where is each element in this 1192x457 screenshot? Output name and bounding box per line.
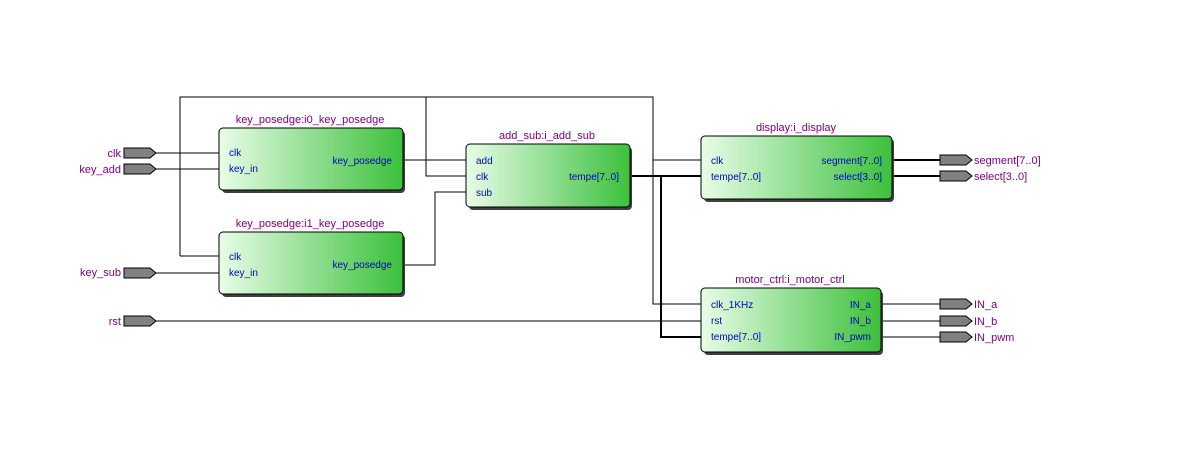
- input-pin-rst[interactable]: rst: [109, 315, 157, 328]
- wire-clk-bus: [179, 96, 702, 256]
- port-label: IN_pwm: [834, 332, 871, 343]
- input-pin-label: key_add: [79, 164, 121, 176]
- output-pin-in-pwm[interactable]: IN_pwm: [939, 331, 1014, 344]
- block-body: [700, 287, 882, 353]
- output-pin-label: IN_pwm: [974, 332, 1014, 344]
- input-pins: clk key_add key_sub rst: [79, 147, 157, 328]
- port-label: IN_b: [850, 316, 872, 327]
- output-pin-label: segment[7..0]: [974, 155, 1041, 167]
- block-title: key_posedge:i1_key_posedge: [236, 218, 385, 230]
- port-label: clk: [711, 156, 724, 167]
- port-label: clk_1KHz: [711, 300, 753, 311]
- output-pin-in-b[interactable]: IN_b: [939, 315, 997, 328]
- input-pin-label: rst: [109, 316, 121, 328]
- port-label: key_posedge: [333, 156, 393, 167]
- output-pin-label: IN_b: [974, 316, 997, 328]
- port-label: key_in: [229, 164, 258, 175]
- block-body: [218, 127, 404, 191]
- port-label: tempe[7..0]: [711, 172, 761, 183]
- wires: [156, 96, 940, 338]
- port-label: segment[7..0]: [821, 156, 882, 167]
- input-pin-key-sub[interactable]: key_sub: [80, 267, 157, 279]
- output-pins: segment[7..0] select[3..0] IN_a IN_b IN_…: [939, 154, 1041, 344]
- input-pin-clk[interactable]: clk: [108, 147, 157, 160]
- output-pin-in-a[interactable]: IN_a: [939, 298, 998, 311]
- block-title: add_sub:i_add_sub: [499, 130, 595, 142]
- port-label: clk: [229, 252, 242, 263]
- input-pin-key-add[interactable]: key_add: [79, 163, 157, 176]
- input-pin-label: clk: [108, 148, 122, 160]
- block-title: key_posedge:i0_key_posedge: [236, 114, 385, 126]
- input-arrow-icon: [123, 163, 157, 175]
- port-label: tempe[7..0]: [569, 172, 619, 183]
- output-pin-label: IN_a: [974, 299, 998, 311]
- block-motor-ctrl[interactable]: motor_ctrl:i_motor_ctrl clk_1KHz rst tem…: [700, 274, 883, 355]
- input-arrow-icon: [123, 267, 157, 279]
- port-label: IN_a: [850, 300, 872, 311]
- output-arrow-icon: [939, 170, 973, 182]
- port-label: add: [476, 156, 493, 167]
- block-key-posedge-i1[interactable]: key_posedge:i1_key_posedge clk key_in ke…: [218, 218, 405, 297]
- output-arrow-icon: [939, 154, 973, 166]
- block-body: [465, 143, 631, 208]
- output-pin-segment[interactable]: segment[7..0]: [939, 154, 1041, 167]
- block-body: [700, 135, 893, 200]
- wire-key1-to-sub: [403, 191, 467, 266]
- input-arrow-icon: [123, 147, 157, 159]
- block-display[interactable]: display:i_display clk tempe[7..0] segmen…: [700, 122, 894, 202]
- port-label: tempe[7..0]: [711, 332, 761, 343]
- output-arrow-icon: [939, 298, 973, 310]
- port-label: key_posedge: [333, 260, 393, 271]
- output-arrow-icon: [939, 331, 973, 343]
- output-pin-select[interactable]: select[3..0]: [939, 170, 1027, 183]
- port-label: key_in: [229, 268, 258, 279]
- block-key-posedge-i0[interactable]: key_posedge:i0_key_posedge clk key_in ke…: [218, 114, 405, 193]
- port-label: sub: [476, 188, 493, 199]
- block-body: [218, 231, 404, 295]
- port-label: select[3..0]: [834, 172, 883, 183]
- bus-tempe-motor: [660, 176, 702, 338]
- port-label: rst: [711, 316, 722, 327]
- output-pin-label: select[3..0]: [974, 171, 1027, 183]
- wire-clk-addsub: [425, 97, 467, 177]
- block-title: display:i_display: [756, 122, 837, 134]
- wire-clk-motor: [652, 160, 702, 305]
- port-label: clk: [229, 148, 242, 159]
- port-label: clk: [476, 172, 489, 183]
- block-add-sub[interactable]: add_sub:i_add_sub add clk sub tempe[7..0…: [465, 130, 632, 210]
- output-arrow-icon: [939, 315, 973, 327]
- input-arrow-icon: [123, 315, 157, 327]
- block-title: motor_ctrl:i_motor_ctrl: [735, 274, 844, 286]
- input-pin-label: key_sub: [80, 267, 121, 279]
